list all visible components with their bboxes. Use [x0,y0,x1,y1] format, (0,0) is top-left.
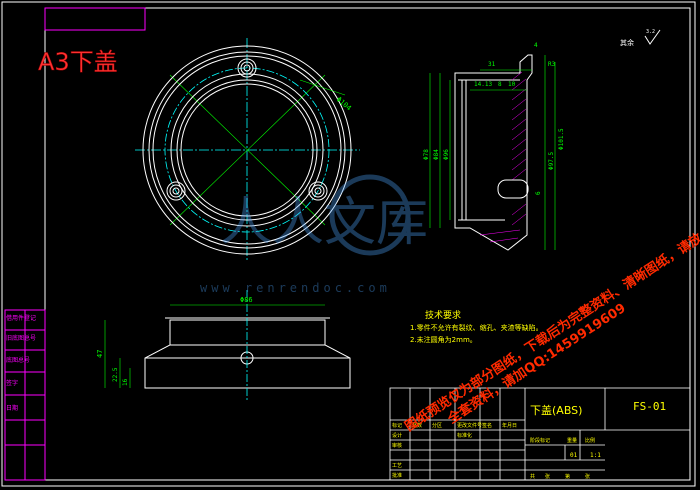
dim-sec-h: 6 [535,191,542,195]
dim-sec-t5: 31 [488,61,496,68]
tech-title: 技术要求 [425,309,461,321]
scale-value: 1:1 [590,452,601,459]
dim-front-dia: Φ104 [335,95,353,112]
dim-sec-t2: 14.13 [474,81,492,88]
bolt-hole-left [166,181,186,201]
dim-sec-d2: Φ84 [433,149,440,160]
tb-label-2: 分区 [432,422,442,429]
side-label-2: 底图总号 [6,356,30,364]
section-hatch [479,71,527,243]
watermark-site: www.renrendoc.com [200,281,391,295]
dim-height-b: 16 [122,378,129,386]
side-label-3: 签字 [6,379,18,387]
dim-sec-r: R3 [548,61,556,68]
inner-frame [44,7,691,481]
tb-label-13: 比例 [585,437,595,444]
dim-sec-t3: 8 [498,81,502,88]
dim-sec-d5: Φ101.5 [558,128,565,150]
tb-label-5: 年月日 [502,422,517,429]
side-label-1: 旧底图总号 [6,334,36,342]
left-label-strip: 借用件登记 旧底图总号 底图总号 签字 日期 [4,309,46,481]
top-left-box [44,7,146,31]
dim-sec-d4: Φ97.5 [548,152,555,170]
part-name: 下盖(ABS) [530,403,582,417]
tb-label-1: 处数 [412,422,422,429]
tb-label-14: 共 [530,473,535,480]
title-block [389,387,691,481]
dim-sec-d3: Φ96 [443,149,450,160]
qty-value: 01 [570,452,578,459]
bolt-hole-top [237,58,257,78]
tech-requirements: 技术要求 1.零件不允许有裂纹、缩孔、夹渣等缺陷。 2.未注圆角为2mm。 [410,309,543,344]
roughness-value: 3.2 [646,29,655,35]
tech-line-1: 2.未注圆角为2mm。 [410,335,477,344]
tb-label-17: 张 [585,473,590,480]
roughness-note: 其余 3.2 [620,29,661,47]
tb-label-9: 工艺 [392,463,402,469]
section-view: Φ78 Φ84 Φ96 Φ97.5 Φ101.5 4 14.13 8 10 31… [423,42,565,251]
tb-label-8: 审核 [392,442,402,449]
watermark-brand: 人人文库 [220,193,428,253]
tb-label-0: 标记 [392,422,402,429]
tb-label-15: 张 [545,473,550,480]
dim-height-a: 22.5 [112,367,119,382]
dim-sec-t4: 10 [508,81,516,88]
dim-top-width: Φ86 [240,296,253,304]
drawing-number: FS-01 [633,400,666,413]
tb-label-6: 设计 [392,432,402,439]
side-view: Φ86 47 22.5 16 [96,290,351,400]
bolt-hole-right [308,181,328,201]
side-label-0: 借用件登记 [6,314,36,322]
side-label-4: 日期 [6,404,18,412]
tb-label-16: 第 [565,473,570,480]
tb-label-7: 标准化 [457,432,472,439]
tech-line-0: 1.零件不允许有裂纹、缩孔、夹渣等缺陷。 [410,323,543,332]
roughness-label: 其余 [620,38,634,47]
sheet-title: A3下盖 [38,48,118,76]
tb-label-4: 签名 [482,422,492,429]
tb-label-3: 更改文件号 [457,422,482,429]
dim-height-total: 47 [96,350,104,358]
title-block-labels: 标记 处数 分区 更改文件号 签名 年月日 设计 标准化 审核 工艺 批准 阶段… [392,422,595,480]
tb-label-12: 重量 [567,437,577,444]
tb-label-10: 批准 [392,472,402,479]
tb-label-11: 阶段标记 [530,437,550,444]
dim-sec-t1: 4 [534,42,538,49]
site-watermark: 人人文库 www.renrendoc.com [200,174,428,295]
dim-sec-d1: Φ78 [423,149,430,160]
